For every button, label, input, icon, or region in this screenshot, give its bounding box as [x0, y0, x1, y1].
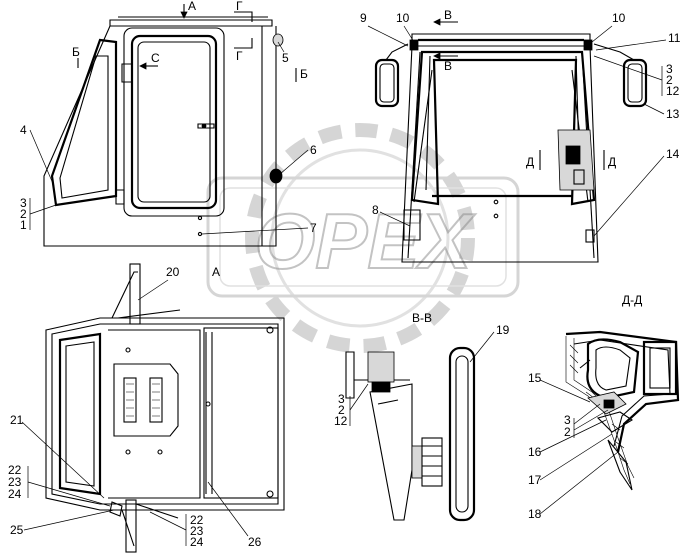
front-view: [374, 33, 648, 263]
stack-mirror-right-1: 3: [666, 62, 673, 76]
stack-top-bottom-1: 22: [190, 513, 204, 527]
stack-left-front-2: 2: [20, 207, 27, 221]
label-v-top: В: [444, 8, 452, 22]
callout-20: 20: [166, 265, 180, 279]
label-v-low: В: [444, 59, 452, 73]
callout-6: 6: [310, 143, 317, 157]
callout-17: 17: [528, 473, 542, 487]
front-view-callouts: 9 10 10 11 3 2 12 13 14 8: [360, 11, 681, 237]
stack-mirror-right: 3 2 12: [593, 55, 680, 98]
side-view: [43, 16, 284, 247]
watermark-text: OPEX: [255, 197, 476, 285]
callout-8: 8: [372, 203, 379, 217]
stack-section-dd: 3 2: [564, 403, 609, 439]
label-g-top: Г: [236, 0, 243, 13]
callout-26: 26: [248, 535, 262, 549]
stack-section-vv: 3 2 12: [334, 383, 369, 428]
top-view: А: [45, 263, 285, 553]
stack-section-dd-1: 3: [564, 413, 571, 427]
stack-section-dd-2: 2: [564, 425, 571, 439]
stack-top-bottom-2: 23: [190, 524, 204, 538]
callout-5: 5: [282, 51, 289, 65]
callout-11: 11: [668, 31, 681, 45]
stack-top-bottom-3: 24: [190, 535, 204, 549]
label-a-top-view: А: [212, 265, 220, 279]
callout-10b: 10: [612, 11, 626, 25]
callout-19: 19: [496, 323, 510, 337]
callout-16: 16: [528, 445, 542, 459]
stack-top-left-1: 22: [8, 463, 22, 477]
stack-section-vv-3: 12: [334, 414, 348, 428]
callout-9: 9: [360, 11, 367, 25]
stack-section-vv-1: 3: [338, 392, 345, 406]
callout-15: 15: [528, 371, 542, 385]
side-view-callouts: 4 5 6 7 3 2 1: [20, 41, 317, 235]
stack-section-vv-2: 2: [338, 403, 345, 417]
stack-top-bottom: 22 23 24: [149, 511, 204, 549]
label-b-right: Б: [300, 67, 308, 81]
callout-13: 13: [666, 107, 680, 121]
label-b-left: Б: [72, 45, 80, 59]
stack-left-front-3: 1: [20, 218, 27, 232]
callout-25: 25: [10, 523, 24, 537]
callout-4: 4: [20, 123, 27, 137]
stack-left-front: 3 2 1: [20, 196, 57, 232]
stack-top-left: 22 23 24: [8, 463, 111, 507]
stack-top-left-2: 23: [8, 475, 22, 489]
side-view-section-marks: А Г Г Б Б С: [72, 0, 308, 82]
stack-mirror-right-3: 12: [666, 84, 680, 98]
callout-14: 14: [666, 147, 680, 161]
label-c: С: [151, 51, 160, 65]
label-g-right: Г: [236, 49, 243, 63]
label-a-top: А: [188, 0, 196, 13]
stack-top-left-3: 24: [8, 487, 22, 501]
watermark-logo: [206, 123, 520, 353]
section-dd: Д-Д: [565, 293, 680, 491]
label-section-dd: Д-Д: [622, 293, 642, 307]
top-view-callouts: 20 21 22 23 24 25 22 23 24 26: [8, 265, 262, 549]
callout-18: 18: [528, 507, 542, 521]
callout-21: 21: [10, 413, 24, 427]
stack-mirror-right-2: 2: [666, 73, 673, 87]
section-vv: В-В 19 3 2 12: [334, 311, 510, 522]
callout-10a: 10: [396, 11, 410, 25]
section-dd-callouts: 15 3 2 16 17 18: [528, 371, 619, 521]
stack-left-front-1: 3: [20, 196, 27, 210]
label-section-vv: В-В: [412, 311, 432, 325]
label-d-right: Д: [608, 155, 616, 169]
label-d-left: Д: [526, 155, 534, 169]
callout-7: 7: [310, 221, 317, 235]
front-view-section-marks: В В Д Д: [433, 8, 616, 170]
